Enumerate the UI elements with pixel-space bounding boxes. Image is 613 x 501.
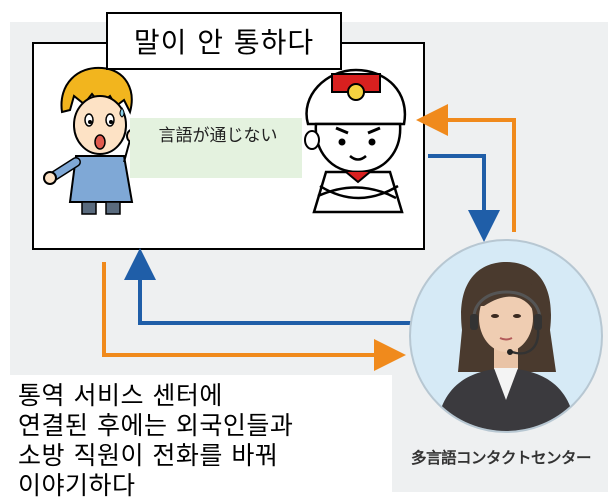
title-label: 말이 안 통하다 <box>106 12 342 70</box>
orange-arrow-to-firefighter <box>416 104 516 232</box>
caption-line: 통역 서비스 센터에 <box>18 381 223 410</box>
orange-arrow-to-center <box>102 262 406 371</box>
caption-text: 통역 서비스 센터에 연결된 후에는 외국인들과 소방 직원이 전화를 바꿔 이… <box>18 381 388 501</box>
caption-box <box>0 375 392 498</box>
speech-label: 言語が通じない <box>158 126 278 146</box>
operator-illustration <box>409 239 603 433</box>
caption-line: 연결된 후에는 외국인들과 <box>18 411 294 440</box>
blue-arrow-to-foreigner <box>124 248 412 325</box>
blue-arrow-to-center <box>428 154 500 242</box>
speech-bubble <box>130 118 302 178</box>
firefighter-figure <box>304 68 407 214</box>
caption-line: 이야기하다 <box>18 471 136 500</box>
contact-center-label: 多言語コンタクトセンター <box>410 449 592 467</box>
caption-line: 소방 직원이 전화를 바꿔 <box>18 441 279 470</box>
foreigner-figure <box>43 66 142 215</box>
